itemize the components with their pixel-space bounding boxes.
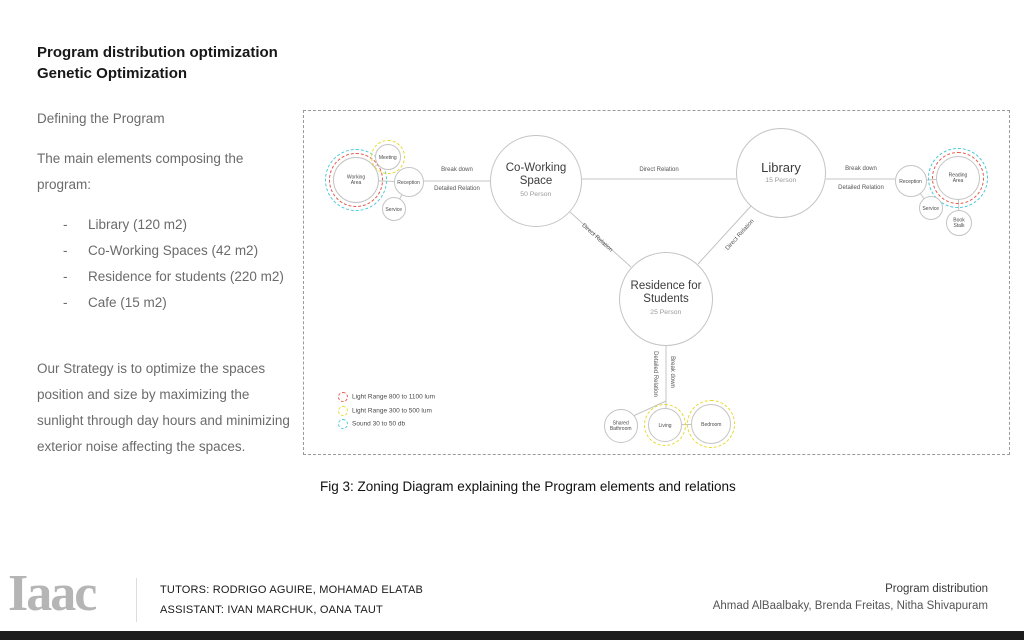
node-meeting: Meeting bbox=[375, 144, 401, 170]
defining-text: Defining the Program bbox=[37, 111, 165, 126]
node-capacity: 50 Person bbox=[520, 190, 552, 199]
node-label: Living bbox=[658, 422, 672, 428]
title-line-2: Genetic Optimization bbox=[37, 65, 188, 82]
page-title: Program distribution optimization Geneti… bbox=[37, 42, 278, 84]
elements-heading: The main elements composing the program: bbox=[37, 151, 244, 192]
list-item: Cafe (15 m2) bbox=[63, 290, 288, 316]
relation-label-detailed: Detailed Relation bbox=[838, 184, 884, 191]
node-library: Library 15 Person bbox=[736, 128, 826, 218]
node-service-coworking: Service bbox=[382, 197, 406, 221]
assistant-text: ASSISTANT: IVAN MARCHUK, OANA TAUT bbox=[160, 604, 383, 616]
node-label: Service bbox=[922, 205, 940, 211]
bedroom-light-ring-icon bbox=[687, 400, 735, 448]
footer-separator bbox=[136, 578, 137, 622]
strategy-text: Our Strategy is to optimize the spaces p… bbox=[37, 361, 290, 454]
list-item: Residence for students (220 m2) bbox=[63, 264, 288, 290]
figure-caption: Fig 3: Zoning Diagram explaining the Pro… bbox=[320, 479, 736, 494]
node-label: Book Stalk bbox=[953, 217, 965, 229]
relation-label-break-down: Break down bbox=[845, 165, 877, 172]
node-label: Bedroom bbox=[700, 421, 722, 427]
node-residence: Residence for Students 25 Person bbox=[619, 252, 713, 346]
elements-list: Library (120 m2) Co-Working Spaces (42 m… bbox=[63, 212, 288, 316]
node-label: Co-Working Space bbox=[505, 162, 567, 187]
node-label: Library bbox=[761, 159, 801, 175]
list-item: Library (120 m2) bbox=[63, 212, 288, 238]
legend-light-low-icon bbox=[338, 406, 348, 416]
working-area-light-ring-icon bbox=[329, 153, 383, 207]
node-book-stall: Book Stalk bbox=[946, 210, 972, 236]
meeting-light-ring-icon bbox=[371, 140, 405, 174]
relation-label-break-down: Break down bbox=[441, 166, 473, 173]
node-reading-area: Reading Area bbox=[936, 156, 980, 200]
legend-sound-icon bbox=[338, 419, 348, 429]
reading-area-light-ring-icon bbox=[932, 152, 984, 204]
node-label: Service bbox=[385, 206, 403, 212]
node-label: Residence for Students bbox=[630, 280, 702, 305]
node-label: Reception bbox=[899, 178, 923, 184]
living-light-ring-icon bbox=[644, 404, 686, 446]
relation-label-break-down: Break down bbox=[669, 356, 676, 388]
working-area-sound-ring-icon bbox=[325, 149, 387, 211]
node-working-area: Working Area bbox=[333, 157, 379, 203]
list-item: Co-Working Spaces (42 m2) bbox=[63, 238, 288, 264]
bottom-bar bbox=[0, 631, 1024, 640]
zoning-diagram: Working Area Meeting Reception Service C… bbox=[303, 110, 1010, 455]
authors-text: Ahmad AlBaalbaky, Brenda Freitas, Nitha … bbox=[712, 600, 988, 612]
tutors-text: TUTORS: RODRIGO AGUIRE, MOHAMAD ELATAB bbox=[160, 584, 424, 596]
iaac-logo: Iaac bbox=[8, 565, 97, 622]
node-bedroom: Bedroom bbox=[691, 404, 731, 444]
node-reception-library: Reception bbox=[895, 165, 927, 197]
node-label: Working Area bbox=[346, 174, 366, 186]
node-reception-coworking: Reception bbox=[394, 167, 424, 197]
reading-area-sound-ring-icon bbox=[928, 148, 988, 208]
node-capacity: 15 Person bbox=[765, 176, 797, 184]
legend-label: Sound 30 to 50 db bbox=[352, 420, 406, 428]
node-label: Reading Area bbox=[948, 172, 968, 184]
node-capacity: 25 Person bbox=[650, 308, 682, 317]
relation-label-direct: Direct Relation bbox=[639, 166, 679, 173]
node-label: Reception bbox=[397, 179, 421, 185]
node-shared-bathroom: Shared Bathroom bbox=[604, 409, 638, 443]
node-label: Meeting bbox=[379, 154, 397, 160]
node-living: Living bbox=[648, 408, 682, 442]
node-coworking-space: Co-Working Space 50 Person bbox=[490, 135, 582, 227]
legend-label: Light Range 300 to 500 lum bbox=[352, 407, 432, 415]
relation-label-detailed: Detailed Relation bbox=[652, 351, 659, 397]
node-label: Shared Bathroom bbox=[610, 420, 632, 432]
title-line-1: Program distribution optimization bbox=[37, 44, 278, 61]
relation-label-detailed: Detailed Relation bbox=[434, 185, 480, 192]
legend-light-high-icon bbox=[338, 392, 348, 402]
project-title: Program distribution bbox=[885, 583, 988, 595]
legend-label: Light Range 800 to 1100 lum bbox=[352, 393, 435, 401]
node-service-library: Service bbox=[919, 196, 943, 220]
